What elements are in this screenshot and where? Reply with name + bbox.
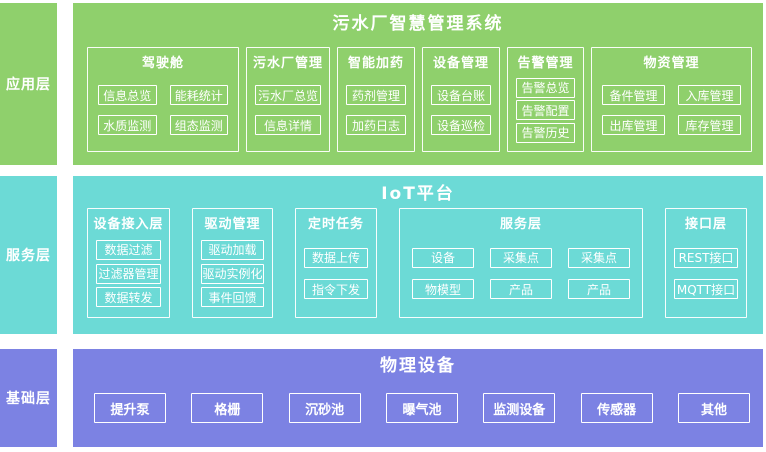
- device-item: 传感器: [580, 393, 653, 423]
- device-item: 曝气池: [385, 393, 458, 423]
- group-smart-dosing-title: 智能加药: [347, 56, 404, 71]
- layer-label-base: 基础层: [0, 349, 57, 447]
- iot-platform-title: IoT平台: [381, 184, 455, 204]
- group-scheduled-tasks-title: 定时任务: [307, 217, 364, 232]
- group-alarm-management-title: 告警管理: [517, 56, 574, 71]
- feature-item: 告警历史: [516, 122, 575, 143]
- group-service-sub-layer-items: 设备 采集点 采集点 物模型 产品 产品: [400, 234, 642, 317]
- physical-devices-title: 物理设备: [380, 356, 456, 376]
- feature-item: 事件回馈: [201, 287, 264, 308]
- feature-item: 能耗统计: [169, 85, 228, 105]
- application-layer-groups: 驾驶舱 信息总览 能耗统计 水质监测 组态监测 污水厂管理 污水厂总览 信息详情: [73, 35, 763, 165]
- feature-item: 设备: [412, 247, 474, 268]
- service-layer-groups: 设备接入层 数据过滤 过滤器管理 数据转发 驱动管理 驱动加载 驱动实例化 事件…: [73, 205, 763, 334]
- physical-devices-list: 提升泵 格栅 沉砂池 曝气池 监测设备 传感器 其他: [73, 377, 763, 447]
- feature-item: 告警配置: [516, 100, 575, 120]
- device-item: 沉砂池: [288, 393, 361, 423]
- feature-item: 过滤器管理: [96, 263, 161, 284]
- feature-item: 信息详情: [255, 115, 321, 135]
- feature-item: 数据过滤: [96, 239, 161, 260]
- feature-item: 驱动加载: [201, 239, 264, 260]
- feature-item: 入库管理: [678, 85, 741, 105]
- group-plant-management: 污水厂管理 污水厂总览 信息详情: [246, 47, 330, 152]
- group-plant-management-title: 污水厂管理: [252, 56, 323, 71]
- group-device-management: 设备管理 设备台账 设备巡检: [422, 47, 500, 152]
- group-device-access-layer-title: 设备接入层: [93, 217, 164, 232]
- application-layer-title: 污水厂智慧管理系统: [332, 14, 504, 34]
- group-device-access-layer-items: 数据过滤 过滤器管理 数据转发: [88, 234, 169, 317]
- group-service-sub-layer-title: 服务层: [499, 217, 542, 232]
- feature-item: 产品: [490, 279, 552, 300]
- device-item: 其他: [677, 393, 750, 423]
- feature-item: MQTT接口: [674, 279, 738, 300]
- feature-item: 告警总览: [516, 77, 575, 98]
- group-cockpit-items: 信息总览 能耗统计 水质监测 组态监测: [88, 73, 238, 151]
- group-device-management-items: 设备台账 设备巡检: [423, 73, 499, 151]
- group-interface-layer: 接口层 REST接口 MQTT接口: [665, 208, 747, 318]
- feature-item: 药剂管理: [346, 85, 406, 105]
- feature-item: 采集点: [568, 247, 630, 268]
- feature-item: 备件管理: [602, 85, 665, 105]
- service-layer-row: 服务层 IoT平台 设备接入层 数据过滤 过滤器管理 数据转发 驱动管理 驱动加…: [0, 176, 763, 334]
- group-device-management-title: 设备管理: [432, 56, 489, 71]
- feature-item: 指令下发: [304, 279, 368, 300]
- feature-item: 产品: [568, 279, 630, 300]
- feature-item: REST接口: [674, 247, 738, 268]
- group-interface-layer-title: 接口层: [684, 217, 727, 232]
- group-plant-management-items: 污水厂总览 信息详情: [247, 73, 329, 151]
- group-cockpit-title: 驾驶舱: [141, 56, 184, 71]
- group-scheduled-tasks: 定时任务 数据上传 指令下发: [295, 208, 377, 318]
- group-materials-management-title: 物资管理: [643, 56, 700, 71]
- feature-item: 数据上传: [304, 247, 368, 268]
- application-layer-panel: 污水厂智慧管理系统 驾驶舱 信息总览 能耗统计 水质监测 组态监测 污水厂管理 …: [73, 3, 763, 165]
- group-smart-dosing-items: 药剂管理 加药日志: [338, 73, 414, 151]
- group-alarm-management-items: 告警总览 告警配置 告警历史: [508, 73, 583, 151]
- service-layer-panel: IoT平台 设备接入层 数据过滤 过滤器管理 数据转发 驱动管理 驱动加载 驱动…: [73, 176, 763, 334]
- device-item: 提升泵: [94, 393, 166, 423]
- group-cockpit: 驾驶舱 信息总览 能耗统计 水质监测 组态监测: [87, 47, 239, 152]
- layer-label-application: 应用层: [0, 3, 57, 165]
- feature-item: 驱动实例化: [201, 263, 264, 284]
- group-scheduled-tasks-items: 数据上传 指令下发: [296, 234, 376, 317]
- feature-item: 设备巡检: [431, 115, 491, 135]
- feature-item: 信息总览: [98, 85, 157, 105]
- group-service-sub-layer: 服务层 设备 采集点 采集点 物模型 产品 产品: [399, 208, 643, 318]
- group-materials-management-items: 备件管理 入库管理 出库管理 库存管理: [592, 73, 751, 151]
- group-driver-management: 驱动管理 驱动加载 驱动实例化 事件回馈: [192, 208, 273, 318]
- group-driver-management-items: 驱动加载 驱动实例化 事件回馈: [193, 234, 272, 317]
- device-item: 监测设备: [483, 393, 556, 423]
- feature-item: 出库管理: [602, 115, 665, 135]
- feature-item: 设备台账: [431, 85, 491, 105]
- group-device-access-layer: 设备接入层 数据过滤 过滤器管理 数据转发: [87, 208, 170, 318]
- feature-item: 加药日志: [346, 115, 406, 135]
- group-interface-layer-items: REST接口 MQTT接口: [666, 234, 746, 317]
- layer-label-service: 服务层: [0, 176, 57, 334]
- feature-item: 物模型: [412, 279, 474, 300]
- group-driver-management-title: 驱动管理: [204, 217, 261, 232]
- group-materials-management: 物资管理 备件管理 入库管理 出库管理 库存管理: [591, 47, 752, 152]
- device-item: 格栅: [191, 393, 264, 423]
- group-alarm-management: 告警管理 告警总览 告警配置 告警历史: [507, 47, 584, 152]
- feature-item: 数据转发: [96, 287, 161, 308]
- feature-item: 库存管理: [678, 115, 741, 135]
- feature-item: 组态监测: [169, 115, 228, 135]
- feature-item: 采集点: [490, 247, 552, 268]
- feature-item: 污水厂总览: [255, 85, 321, 105]
- feature-item: 水质监测: [98, 115, 157, 135]
- base-layer-panel: 物理设备 提升泵 格栅 沉砂池 曝气池 监测设备 传感器 其他: [73, 349, 763, 447]
- group-smart-dosing: 智能加药 药剂管理 加药日志: [337, 47, 415, 152]
- application-layer-row: 应用层 污水厂智慧管理系统 驾驶舱 信息总览 能耗统计 水质监测 组态监测 污水…: [0, 3, 763, 165]
- base-layer-row: 基础层 物理设备 提升泵 格栅 沉砂池 曝气池 监测设备 传感器 其他: [0, 349, 763, 447]
